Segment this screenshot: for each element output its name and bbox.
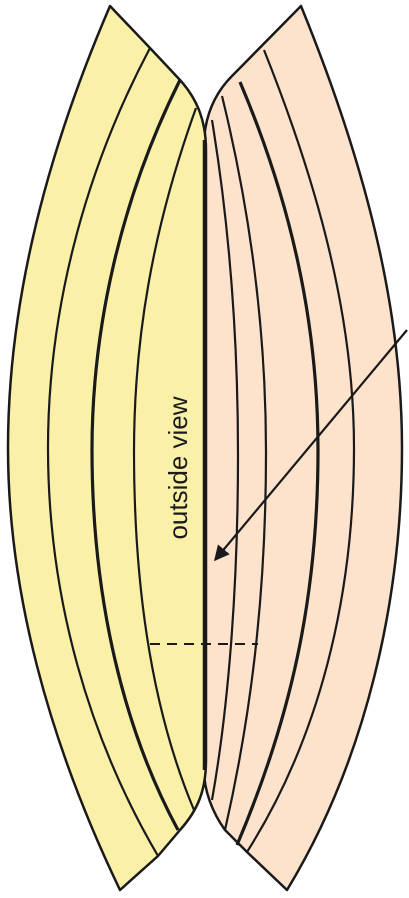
outside-view-label: outside view: [163, 396, 193, 539]
right-pattern-piece: [204, 6, 402, 890]
right-piece-outline: [204, 6, 402, 890]
